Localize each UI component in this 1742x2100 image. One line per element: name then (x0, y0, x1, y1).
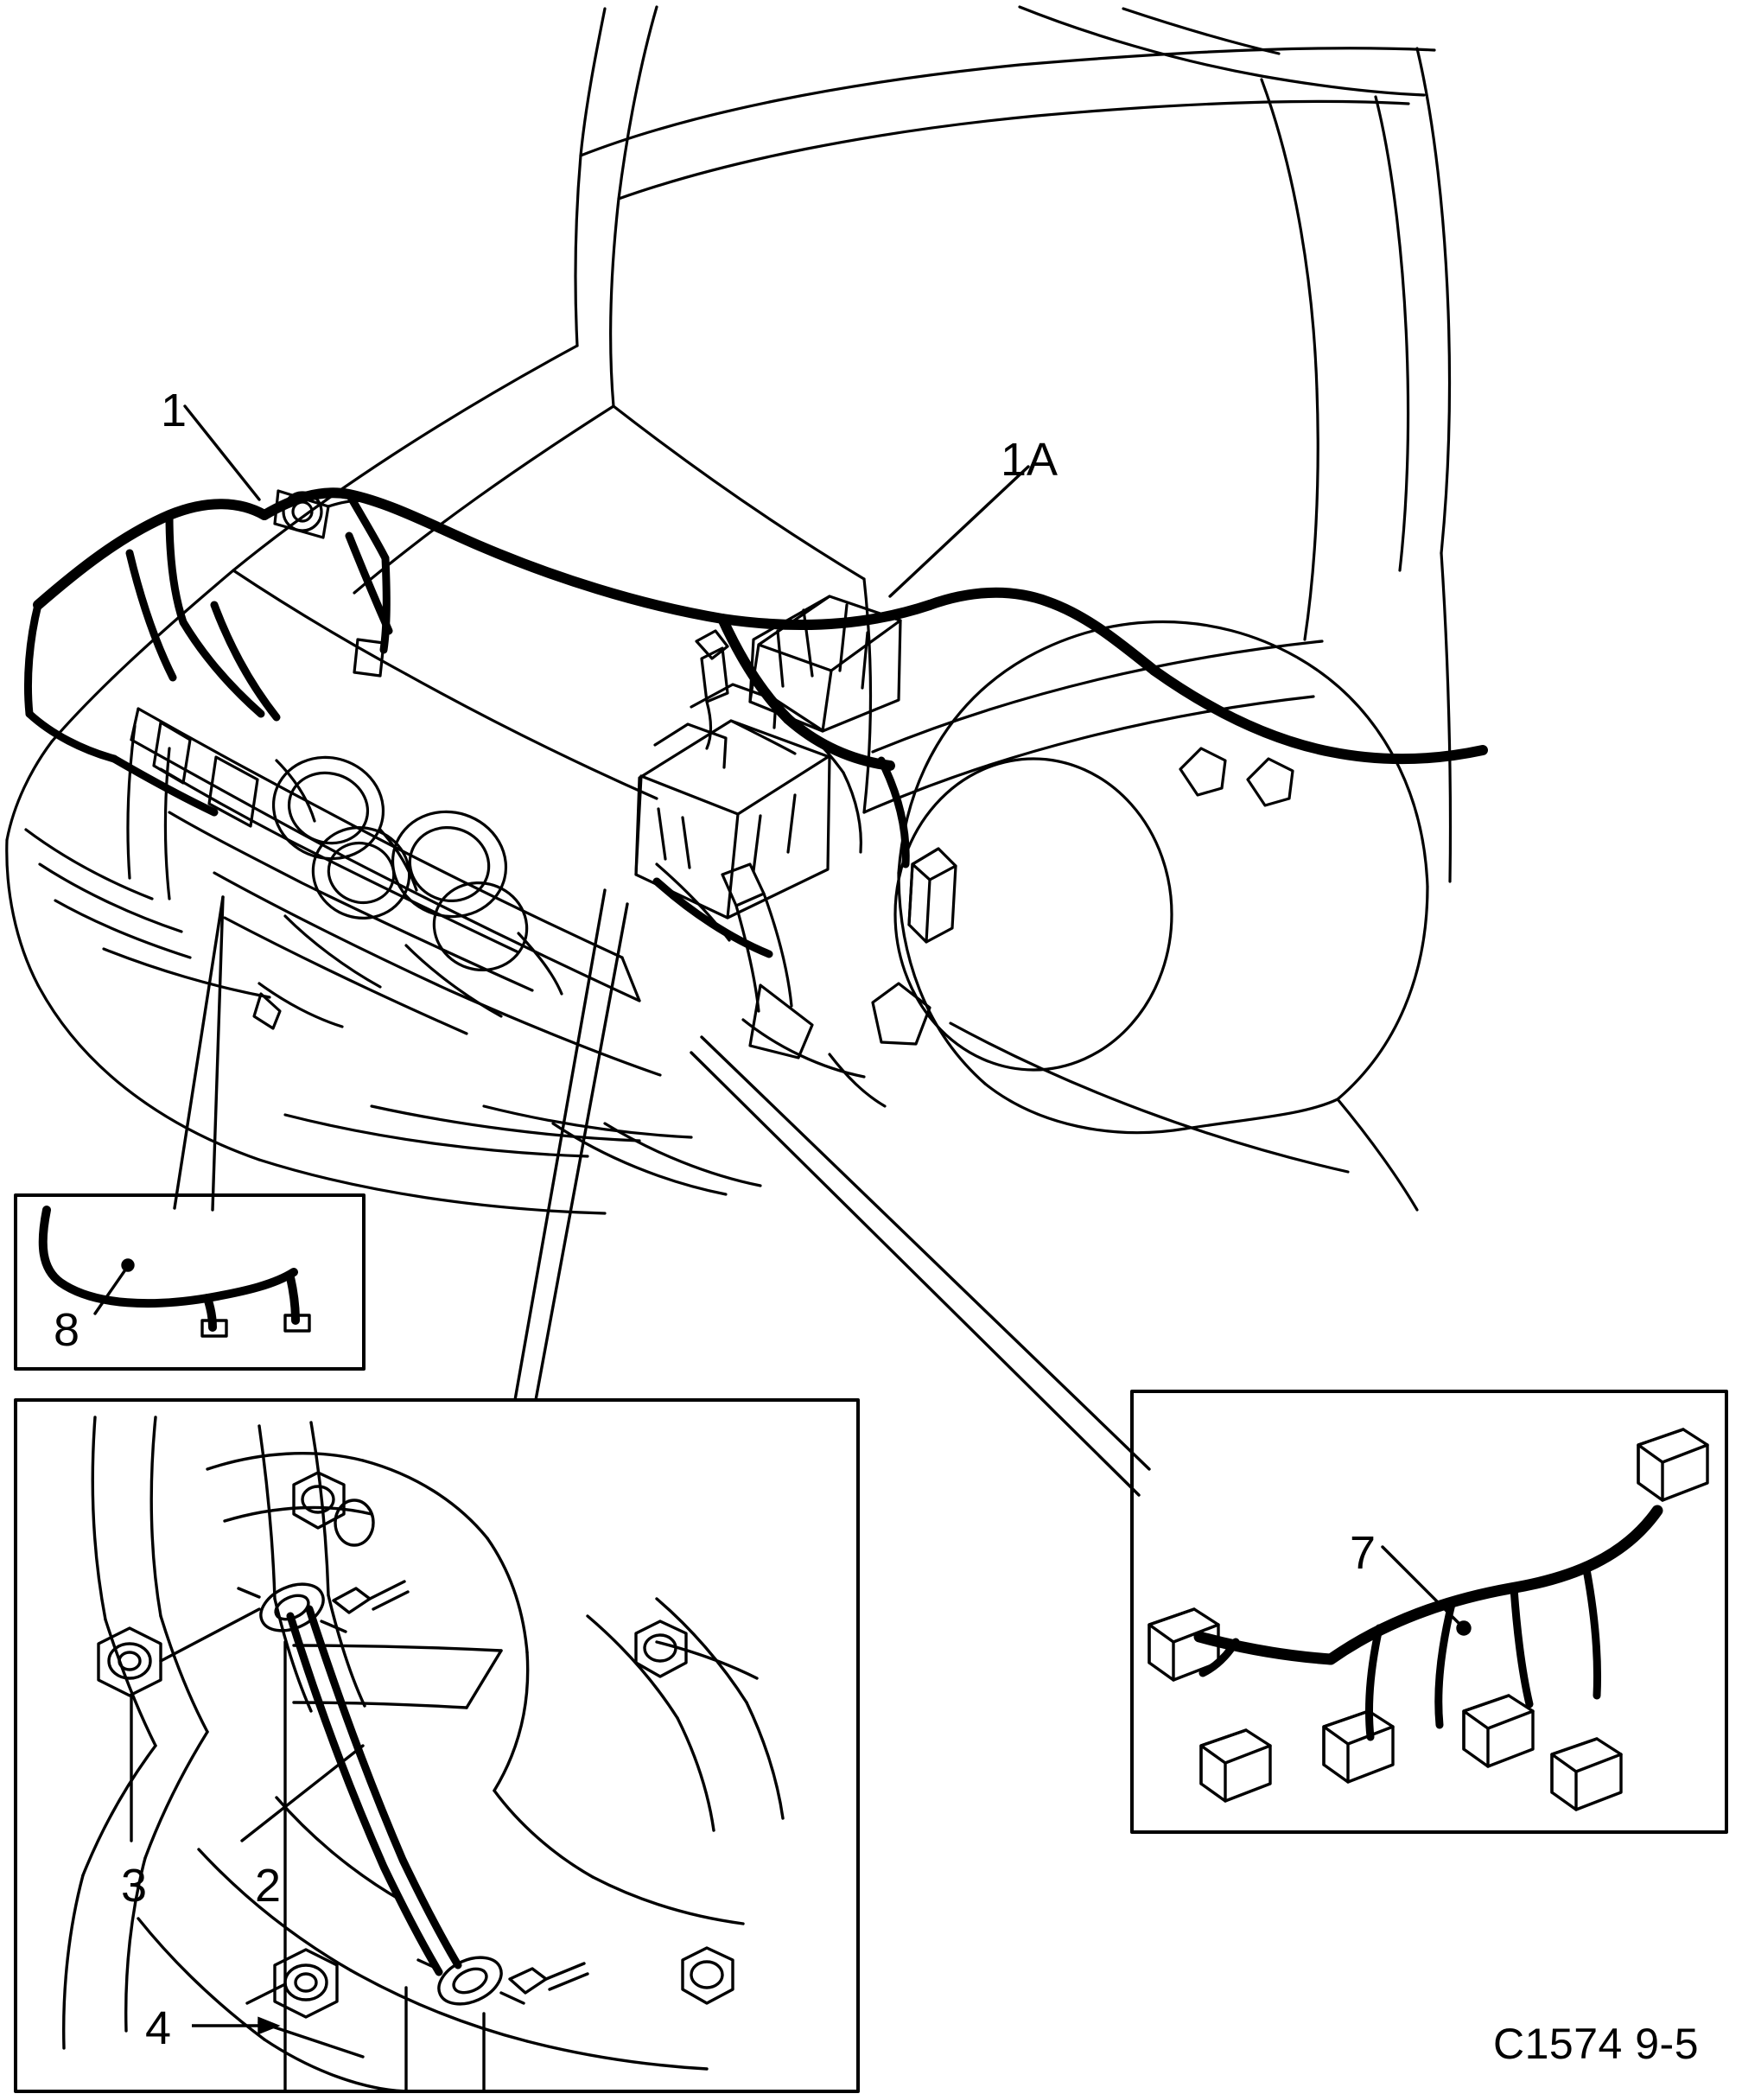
leader-lines (173, 404, 1151, 1497)
nut-right (634, 1620, 688, 1678)
inset-box-7-frame (1130, 1390, 1728, 1834)
callout-label-7: 7 (1350, 1527, 1376, 1579)
car-body-outline (5, 5, 1453, 1215)
harness-grommet (273, 489, 372, 539)
battery (634, 683, 862, 920)
main-harness-1 (33, 487, 1488, 771)
figure-code: C1574 9-5 (1493, 2020, 1699, 2068)
inset-7-connectors (1148, 1428, 1709, 1811)
inset-box-8-frame (14, 1193, 366, 1371)
inset-8-pointer (93, 1258, 135, 1315)
callout-label-2: 2 (255, 1860, 282, 1912)
inset-7-pointer (1381, 1545, 1472, 1636)
inset-8-part (38, 1206, 300, 1332)
callout-label-1: 1 (161, 385, 188, 436)
inset-box-lower-left-frame (14, 1398, 860, 2093)
front-panel-structure (126, 707, 793, 1077)
callout-label-4: 4 (145, 2002, 172, 2054)
nut-4 (273, 1948, 339, 2019)
nut-bottom-right (681, 1946, 734, 2005)
fuse-box-1a (695, 595, 902, 750)
inset-8-connectors (200, 1314, 311, 1338)
harness-connector-small (353, 638, 385, 678)
callout-label-8: 8 (54, 1304, 80, 1356)
callout-label-1a: 1A (1001, 434, 1059, 486)
inset-lower-left-content (62, 1416, 785, 2093)
right-bracket (907, 847, 957, 944)
nut-3 (97, 1626, 162, 1697)
nut-top (292, 1471, 346, 1530)
main-harness-1-branches (23, 490, 910, 958)
callout-label-3: 3 (121, 1860, 148, 1912)
inset-7-branches (1198, 1565, 1601, 1741)
